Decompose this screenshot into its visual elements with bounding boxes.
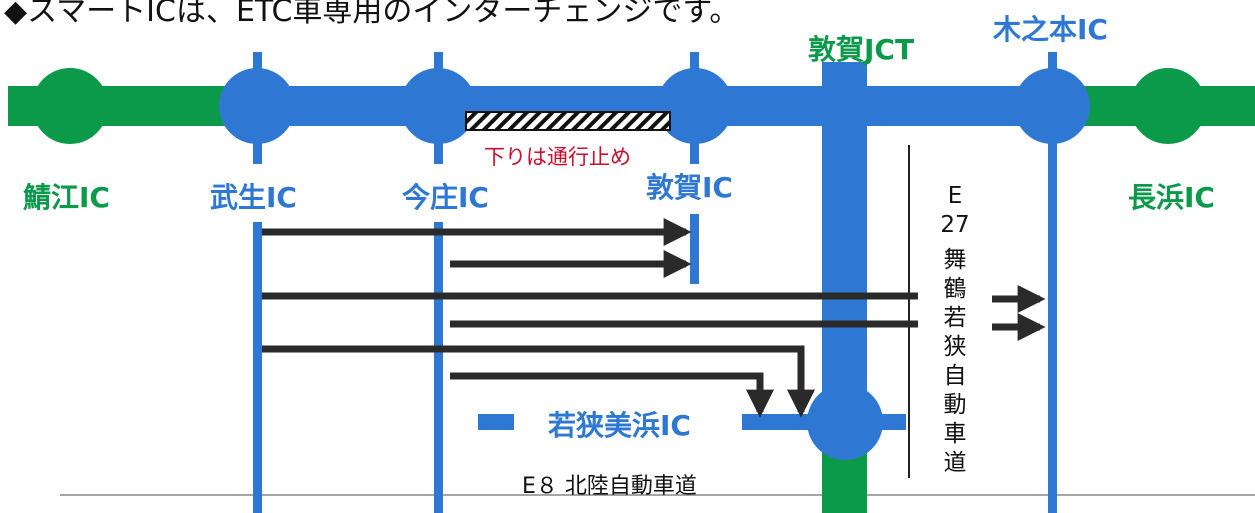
e27-code-char: E [947, 183, 963, 209]
sabae-ic-circle [32, 68, 108, 144]
takefu-ic-line-lower [253, 222, 262, 513]
nagahama-ic-circle [1130, 68, 1206, 144]
imajo-ic-circle [400, 68, 476, 144]
sabae-ic-label: 鯖江IC [23, 181, 110, 214]
etc-notice-text: ◆スマートICは、ETC車専用のインターチェンジです。 [4, 0, 740, 29]
wakasa-mihama-ic-label: 若狭美浜IC [548, 409, 691, 442]
e27-code-char: 27 [940, 212, 970, 238]
kinomoto-ic-label: 木之本IC [993, 13, 1108, 46]
takefu-ic-circle [219, 68, 295, 144]
e27-name-char: 狭 [943, 334, 967, 360]
e27-name-char: 自 [943, 363, 967, 389]
kinomoto-ic-circle [1014, 68, 1090, 144]
wakasa-stub-right [742, 414, 906, 430]
e27-name-char: 鶴 [943, 276, 967, 302]
jct-trunk [822, 62, 867, 442]
takefu-ic-label: 武生IC [210, 181, 297, 214]
e27-expressway-label: E 27 舞 鶴 若 狭 自 動 車 道 [940, 182, 970, 478]
e27-name-char: 道 [943, 450, 967, 476]
closure-label: 下りは通行止め [484, 145, 631, 169]
e27-name-char: 若 [943, 305, 967, 331]
closure-hatch-bar [465, 111, 671, 131]
arrow-takefu-to-wakasa [262, 345, 815, 418]
tsuruga-ic-label: 敦賀IC [646, 171, 733, 204]
tsuruga-ic-circle [657, 68, 733, 144]
e27-name-char: 舞 [943, 247, 967, 273]
tsuruga-jct-label: 敦賀JCT [808, 33, 915, 66]
kinomoto-ic-line [1048, 52, 1057, 513]
e27-name-char: 動 [943, 392, 967, 418]
imajo-ic-label: 今庄IC [402, 181, 489, 214]
arrow-imajo-to-wakasa [450, 372, 774, 418]
wakasa-stub-left [478, 414, 514, 430]
nagahama-ic-label: 長浜IC [1128, 181, 1215, 214]
tsuruga-ic-line-lower [690, 214, 699, 284]
e8-expressway-label: E８ 北陸自動車道 [522, 474, 697, 499]
imajo-ic-line-lower [434, 222, 443, 513]
e27-name-char: 車 [943, 421, 967, 447]
